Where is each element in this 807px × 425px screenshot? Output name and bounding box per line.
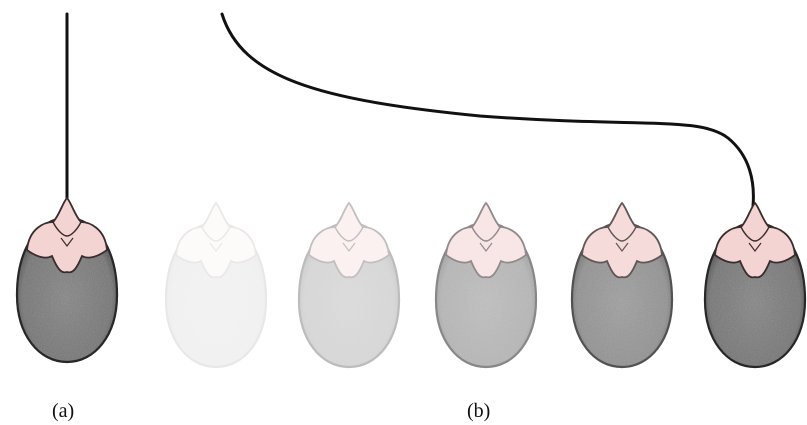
panel-label-a: (a)	[52, 401, 74, 421]
egg-stage-3	[436, 203, 536, 367]
egg-stage-2	[299, 203, 399, 367]
egg-stage-4	[572, 203, 672, 367]
fade-sequence	[166, 203, 805, 367]
egg-stage-5	[705, 203, 805, 367]
egg-stage-1	[166, 203, 266, 367]
panel-label-b: (b)	[467, 401, 490, 421]
egg-reference	[17, 198, 117, 362]
connector-line-b	[222, 14, 753, 206]
